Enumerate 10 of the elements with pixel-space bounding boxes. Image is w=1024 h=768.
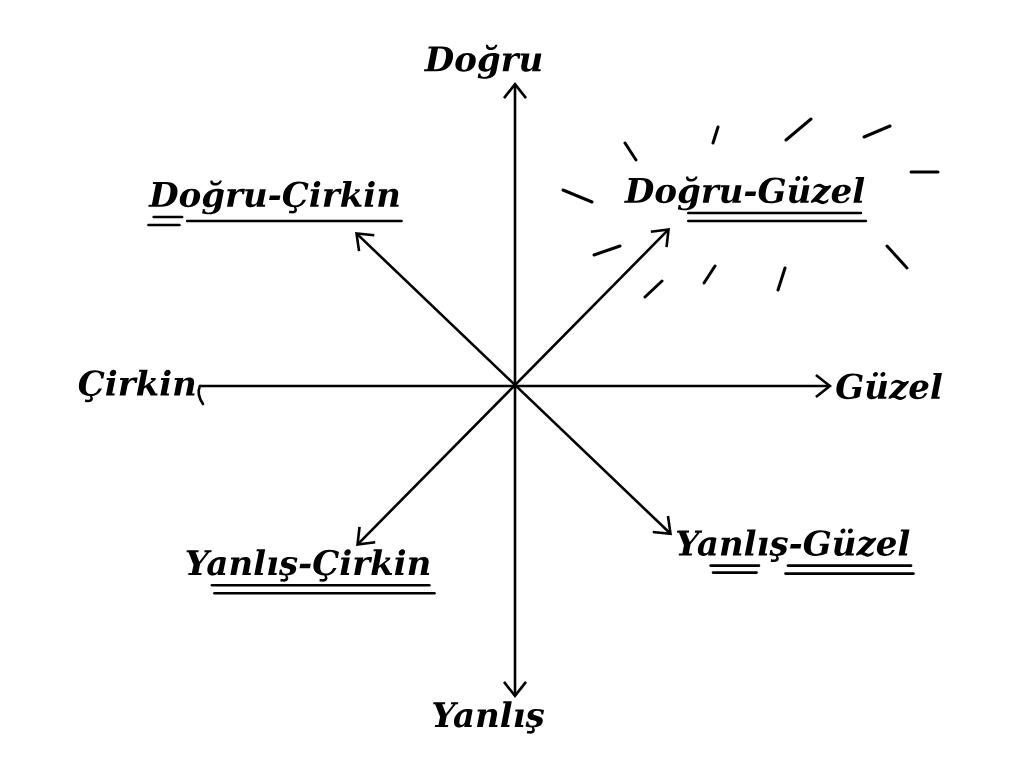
handwritten-label: Güzel [836, 371, 942, 401]
handwritten-label: Doğru-Çirkin [148, 180, 399, 215]
handwritten-label: Yanlış-Çirkin [186, 549, 430, 582]
handwritten-label: Yanlış-Güzel [676, 528, 910, 563]
handwritten-label: Çirkin [78, 369, 195, 403]
handwritten-label: Yanlış [433, 701, 544, 734]
arrow [503, 82, 528, 698]
handwritten-label: Doğru [423, 44, 542, 79]
arrow [198, 373, 832, 399]
handwritten-label: Doğru-Güzel [624, 176, 865, 211]
